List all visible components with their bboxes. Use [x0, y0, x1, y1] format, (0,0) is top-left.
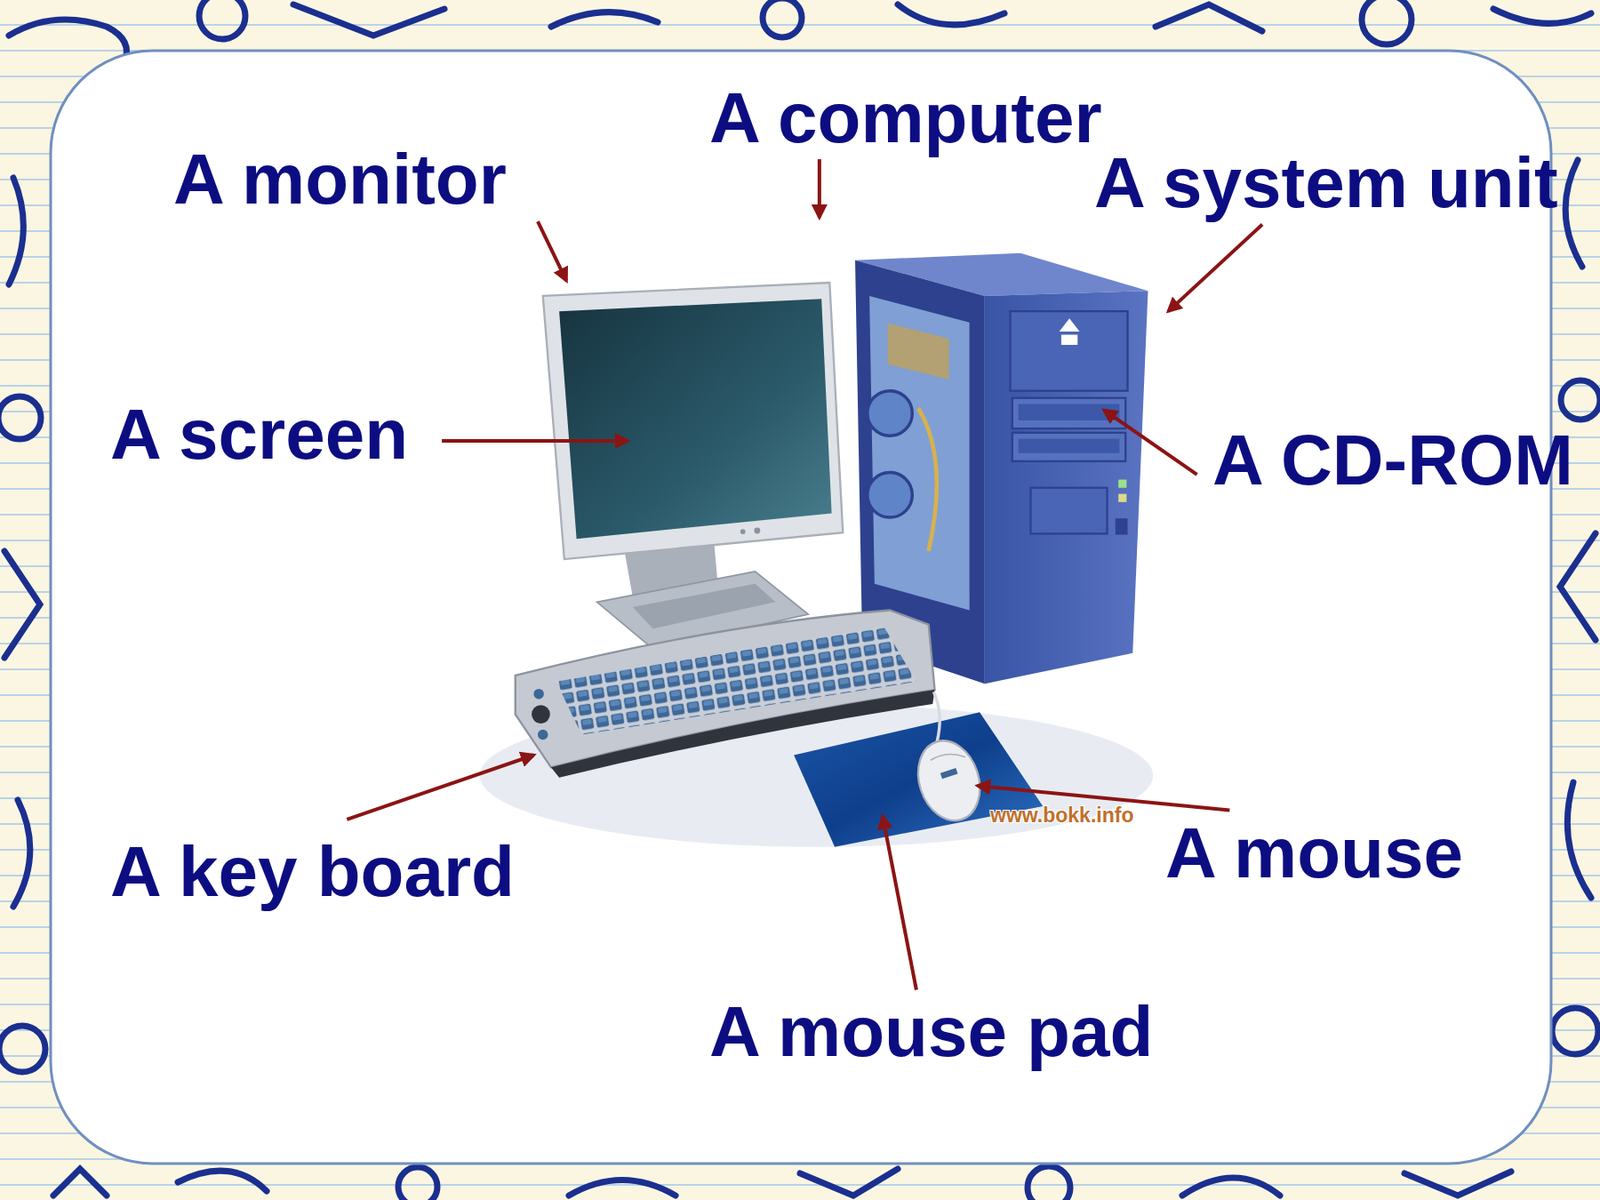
mouse-drawing [908, 691, 991, 829]
watermark: www.bokk.info [990, 805, 1134, 826]
part-label: A screen [110, 399, 408, 471]
monitor-drawing [543, 282, 844, 649]
part-label: A key board [110, 836, 515, 908]
part-label: A computer [709, 82, 1103, 154]
part-label: A system unit [1094, 147, 1559, 219]
mouse-pad-drawing [793, 712, 1043, 848]
part-label: A mouse pad [709, 996, 1153, 1068]
part-label: A mouse [1165, 817, 1464, 889]
part-label: A monitor [173, 144, 507, 216]
part-label: A CD-ROM [1212, 424, 1574, 496]
keyboard-drawing [515, 610, 936, 778]
